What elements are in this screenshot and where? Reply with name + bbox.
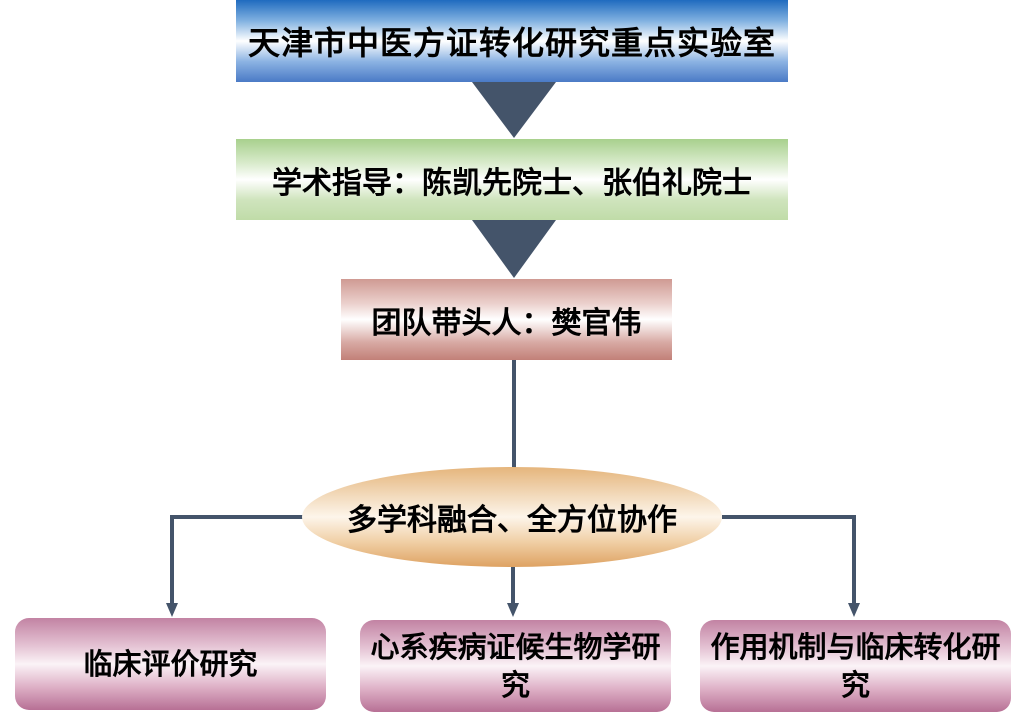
connector-left: [170, 515, 303, 608]
team-leader-box: 团队带头人：樊官伟: [341, 279, 672, 360]
arrowhead-left-icon: [166, 603, 178, 617]
lab-title: 天津市中医方证转化研究重点实验室: [247, 24, 776, 62]
academic-guidance: 学术指导：陈凯先院士、张伯礼院士: [272, 165, 752, 201]
research-area-syndrome-biology: 心系疾病证候生物学研究: [360, 620, 671, 712]
arrowhead-middle-icon: [507, 603, 519, 617]
lab-title-box: 天津市中医方证转化研究重点实验室: [236, 0, 788, 82]
research-area-label: 作用机制与临床转化研究: [710, 630, 1001, 702]
research-area-clinical-evaluation: 临床评价研究: [15, 618, 326, 710]
arrow-down-icon: [472, 220, 556, 278]
arrow-down-icon: [472, 82, 556, 138]
research-area-label: 临床评价研究: [83, 647, 258, 681]
arrowhead-right-icon: [848, 603, 860, 617]
connector-right: [722, 515, 856, 608]
research-area-label: 心系疾病证候生物学研究: [370, 630, 661, 702]
team-leader: 团队带头人：樊官伟: [371, 305, 642, 341]
research-area-mechanism-translation: 作用机制与临床转化研究: [700, 620, 1011, 712]
collaboration-ellipse: 多学科融合、全方位协作: [302, 467, 722, 567]
collaboration-text: 多学科融合、全方位协作: [347, 503, 677, 538]
academic-guidance-box: 学术指导：陈凯先院士、张伯礼院士: [236, 139, 788, 220]
